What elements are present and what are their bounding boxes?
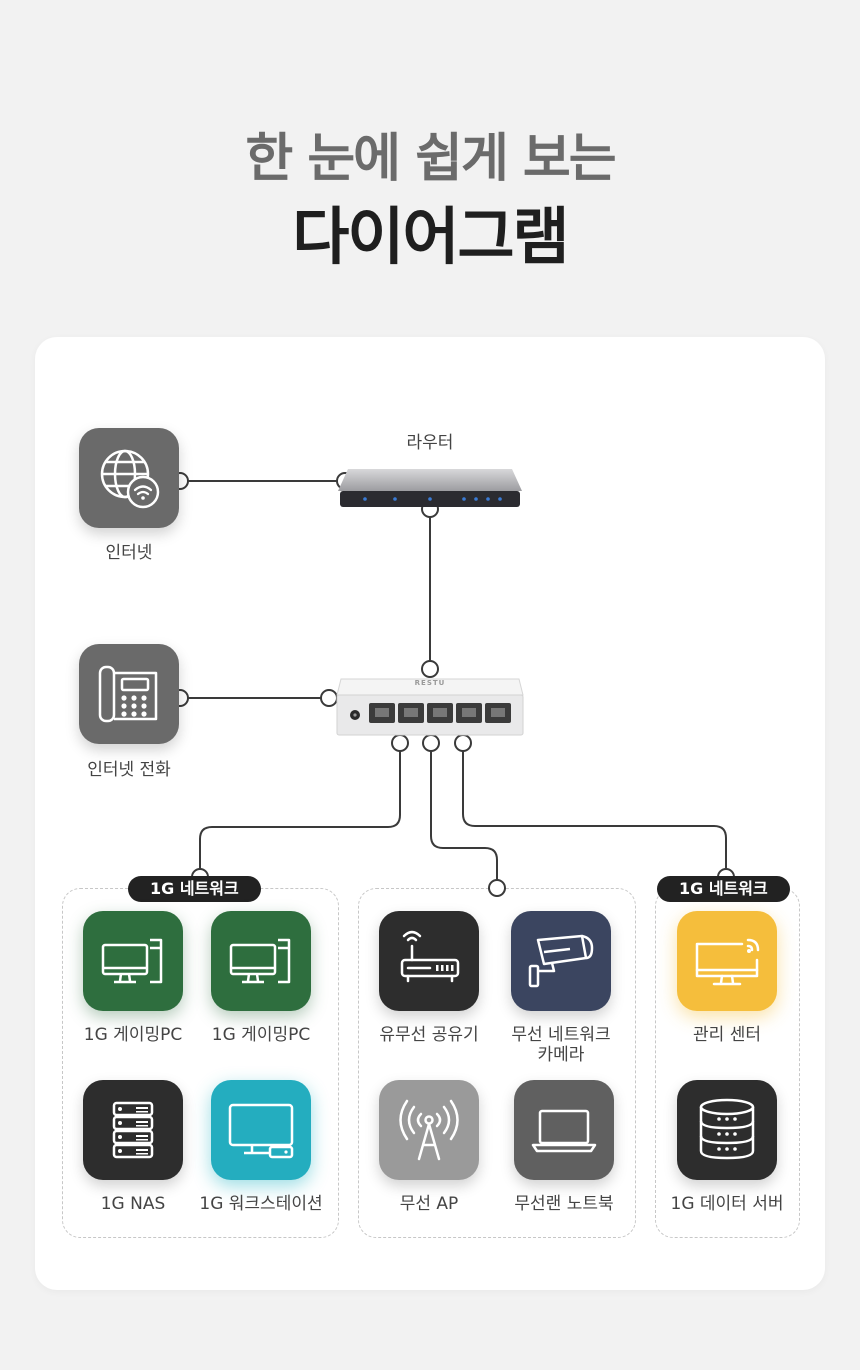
wifi-router-label: 유무선 공유기: [379, 1025, 479, 1045]
gaming-pc-1-tile: [83, 911, 183, 1011]
ap-tile: [379, 1080, 479, 1180]
workstation-icon: [228, 1103, 294, 1159]
workstation-tile: [211, 1080, 311, 1180]
camera-label-line1: 무선 네트워크: [511, 1025, 611, 1045]
desktop-pc-icon: [101, 938, 163, 984]
router-icon: [338, 469, 522, 507]
switch-brand: RESTU: [414, 679, 446, 687]
server-rack-icon: [112, 1101, 154, 1159]
gaming-pc-1-label: 1G 게이밍PC: [83, 1025, 183, 1045]
database-icon: [699, 1098, 755, 1160]
globe-wifi-icon: [100, 449, 160, 509]
wifi-router-tile: [379, 911, 479, 1011]
camera-label-line2: 카메라: [537, 1045, 585, 1065]
voip-tile: [79, 644, 179, 744]
network-badge-right: 1G 네트워크: [657, 876, 790, 902]
nas-tile: [83, 1080, 183, 1180]
data-server-label: 1G 데이터 서버: [670, 1194, 784, 1214]
network-badge-left: 1G 네트워크: [128, 876, 261, 902]
wifi-router-icon: [400, 930, 460, 983]
internet-label: 인터넷: [105, 543, 153, 563]
internet-tile: [79, 428, 179, 528]
laptop-label: 무선랜 노트북: [514, 1194, 614, 1214]
phone-icon: [98, 665, 158, 723]
switch-device: [335, 675, 525, 737]
workstation-label: 1G 워크스테이션: [199, 1194, 323, 1214]
desktop-pc-icon: [229, 938, 291, 984]
management-tile: [677, 911, 777, 1011]
voip-label: 인터넷 전화: [87, 760, 171, 780]
nas-label: 1G NAS: [100, 1194, 166, 1214]
wireless-ap-icon: [399, 1099, 459, 1161]
switch-icon: [336, 678, 524, 736]
gaming-pc-2-tile: [211, 911, 311, 1011]
ap-label: 무선 AP: [399, 1194, 459, 1214]
gaming-pc-2-label: 1G 게이밍PC: [211, 1025, 311, 1045]
laptop-icon: [531, 1109, 597, 1153]
page-subtitle: 한 눈에 쉽게 보는: [245, 129, 616, 189]
page-title: 다이어그램: [292, 200, 569, 273]
router-label: 라우터: [406, 433, 454, 453]
router-device: [338, 463, 522, 511]
data-server-tile: [677, 1080, 777, 1180]
cctv-camera-icon: [528, 934, 594, 988]
laptop-tile: [514, 1080, 614, 1180]
monitor-wifi-icon: [695, 938, 760, 986]
management-label: 관리 센터: [693, 1025, 761, 1045]
camera-tile: [511, 911, 611, 1011]
